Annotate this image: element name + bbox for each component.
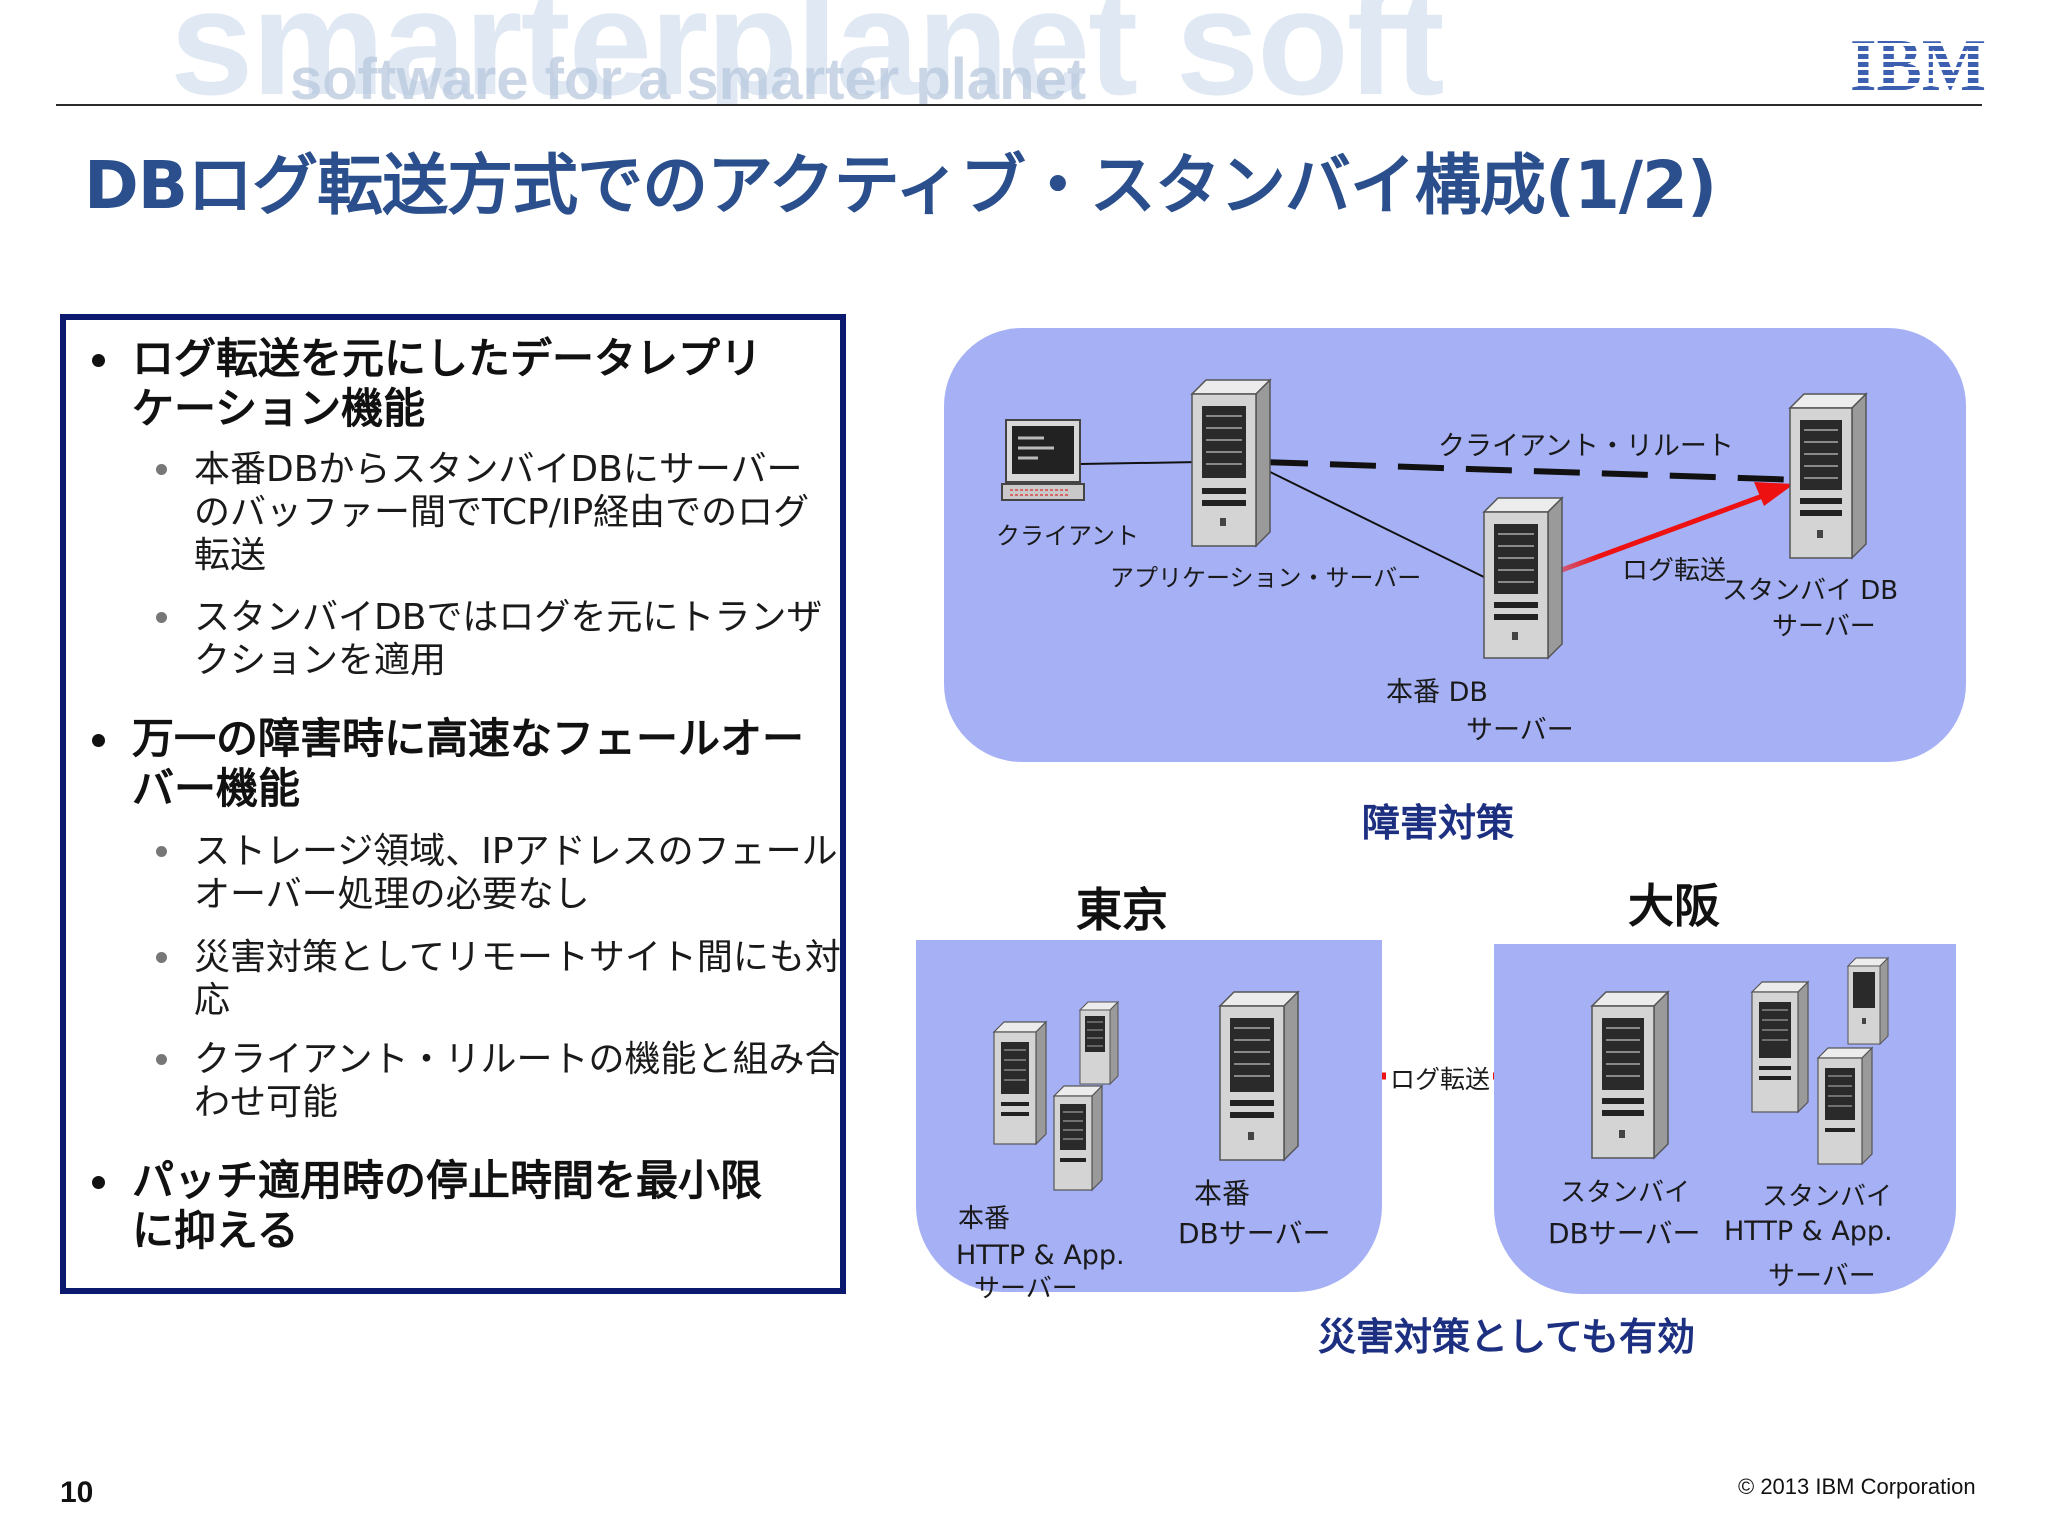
tokyo-db-label-2: DBサーバー bbox=[1178, 1217, 1331, 1250]
prod-http-server-icon bbox=[1052, 1084, 1104, 1192]
tokyo-http-label-2: HTTP & App. bbox=[956, 1240, 1125, 1271]
bullet-2-sub-2-line-1: 災害対策としてリモートサイト間にも対 bbox=[194, 937, 841, 978]
standby-db-server-icon bbox=[1788, 392, 1868, 560]
page-title: DBログ転送方式でのアクティブ・スタンバイ構成(1/2) bbox=[84, 147, 1717, 224]
log-transfer-arrow-head bbox=[1754, 482, 1794, 506]
header-watermark: smarterplanet soft software for a smarte… bbox=[0, 0, 1860, 104]
dr-caption: 災害対策としても有効 bbox=[1318, 1315, 1695, 1359]
sub-bullet-dot bbox=[156, 464, 167, 475]
bullet-2-sub-1-line-1: ストレージ領域、IPアドレスのフェール bbox=[194, 831, 838, 872]
app-server-label: アプリケーション・サーバー bbox=[1110, 564, 1422, 592]
prod-db-label-2: サーバー bbox=[1466, 715, 1574, 746]
bullet-1-line-2: ケーション機能 bbox=[132, 384, 426, 433]
bullet-1-sub-1-line-3: 転送 bbox=[194, 535, 267, 576]
ibm-logo: IBM bbox=[1850, 30, 1986, 91]
prod-http-server-icon bbox=[1078, 1000, 1120, 1086]
osaka-db-label-2: DBサーバー bbox=[1548, 1217, 1701, 1250]
standby-db-label-2: サーバー bbox=[1772, 612, 1876, 642]
bullet-2-sub-3-line-1: クライアント・リルートの機能と組み合 bbox=[194, 1039, 841, 1080]
bullet-1-line-1: ログ転送を元にしたデータレプリ bbox=[132, 334, 763, 383]
prod-db-label-1: 本番 DB bbox=[1386, 677, 1488, 708]
bullet-3-line-2: に抑える bbox=[132, 1206, 299, 1255]
bullet-2-sub-1-line-2: オーバー処理の必要なし bbox=[194, 874, 590, 915]
tokyo-http-label-3: サーバー bbox=[974, 1274, 1078, 1304]
client-computer-icon bbox=[1001, 419, 1085, 501]
city-label-osaka: 大阪 bbox=[1628, 879, 1720, 933]
copyright-notice: © 2013 IBM Corporation bbox=[1738, 1474, 1976, 1499]
page-number: 10 bbox=[60, 1476, 94, 1509]
prod-db-server-tokyo-icon bbox=[1218, 990, 1300, 1162]
client-app-link bbox=[1079, 461, 1201, 465]
sub-bullet-dot bbox=[156, 952, 167, 963]
watermark-big-text: smarterplanet soft bbox=[170, 0, 1445, 104]
bullet-2-sub-2-line-2: 応 bbox=[194, 980, 231, 1021]
standby-db-server-osaka-icon bbox=[1590, 990, 1670, 1160]
sub-bullet-dot bbox=[156, 1054, 167, 1065]
failover-caption: 障害対策 bbox=[1362, 801, 1515, 845]
client-label: クライアント bbox=[996, 522, 1140, 550]
bullet-dot bbox=[92, 734, 105, 747]
log-transfer-arrow-line bbox=[1539, 491, 1769, 581]
sub-bullet-dot bbox=[156, 846, 167, 857]
standby-db-label-1: スタンバイ DB bbox=[1722, 576, 1899, 606]
osaka-db-label-1: スタンバイ bbox=[1560, 1178, 1691, 1208]
feature-list-box: ログ転送を元にしたデータレプリ ケーション機能 本番DBからスタンバイDBにサー… bbox=[60, 314, 846, 1294]
app-server-icon bbox=[1190, 378, 1272, 548]
city-label-tokyo: 東京 bbox=[1076, 883, 1168, 937]
standby-http-server-icon bbox=[1846, 956, 1890, 1046]
osaka-http-label-3: サーバー bbox=[1768, 1261, 1876, 1292]
bullet-2-sub-3-line-2: わせ可能 bbox=[194, 1082, 339, 1123]
app-prod-db-link bbox=[1261, 467, 1491, 581]
remote-log-transfer-label: ログ転送 bbox=[1390, 1065, 1491, 1094]
log-transfer-label: ログ転送 bbox=[1622, 556, 1727, 586]
watermark-small-text: software for a smarter planet bbox=[290, 47, 1087, 104]
bullet-dot bbox=[92, 1176, 105, 1189]
tokyo-http-label-1: 本番 bbox=[958, 1204, 1011, 1234]
bullet-1-sub-2-line-1: スタンバイDBではログを元にトランザ bbox=[194, 597, 823, 638]
bullet-3-line-1: パッチ適用時の停止時間を最小限 bbox=[132, 1156, 763, 1205]
bullet-1-sub-2-line-2: クションを適用 bbox=[194, 640, 447, 681]
bullet-1-sub-1-line-2: のバッファー間でTCP/IP経由でのログ bbox=[194, 492, 810, 533]
client-reroute-dashed-line bbox=[1261, 459, 1801, 483]
osaka-http-label-1: スタンバイ bbox=[1762, 1182, 1893, 1212]
bullet-1-sub-1-line-1: 本番DBからスタンバイDBにサーバー bbox=[194, 449, 803, 490]
header-divider bbox=[56, 104, 1982, 106]
tokyo-db-label-1: 本番 bbox=[1194, 1177, 1251, 1210]
bullet-dot bbox=[92, 354, 105, 367]
prod-http-server-icon bbox=[992, 1020, 1048, 1146]
bullet-2-line-2: バー機能 bbox=[132, 764, 301, 813]
osaka-http-label-2: HTTP & App. bbox=[1724, 1216, 1893, 1247]
client-reroute-label: クライアント・リルート bbox=[1438, 431, 1734, 462]
prod-db-server-icon bbox=[1482, 496, 1564, 660]
standby-http-server-icon bbox=[1750, 980, 1810, 1114]
standby-http-server-icon bbox=[1816, 1046, 1874, 1166]
sub-bullet-dot bbox=[156, 612, 167, 623]
bullet-2-line-1: 万一の障害時に高速なフェールオー bbox=[132, 714, 805, 763]
